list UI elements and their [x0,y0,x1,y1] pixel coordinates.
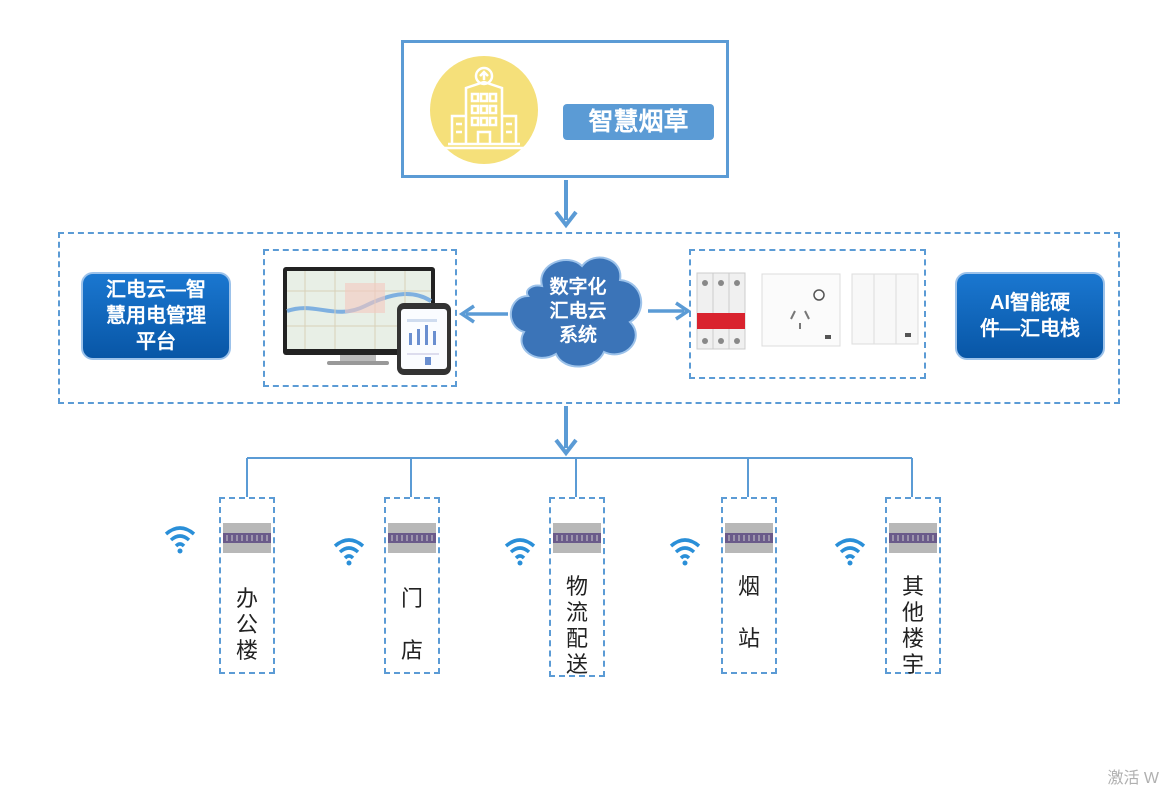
power-meter-icon [725,523,773,553]
system-container [58,232,1120,404]
circuit-breaker-icon [696,272,746,350]
wifi-icon [164,526,196,554]
top-title: 智慧烟草 [563,104,714,140]
wall-socket-icon [761,273,841,347]
bus-line [246,457,913,497]
platform-label: 汇电云—智 慧用电管理 平台 [81,272,231,360]
down-arrow-top [554,180,578,229]
building-icon [444,66,524,150]
cloud-icon [509,256,643,368]
site-label: 门 店 [400,586,423,663]
site-box-store [384,497,440,674]
hardware-box [689,249,926,379]
switch-panel-icon [851,273,919,345]
power-meter-icon [388,523,436,553]
power-meter-icon [553,523,601,553]
site-box-tobacco-station [721,497,777,674]
software-box [263,249,457,387]
site-label: 其 他 楼 宇 [901,574,924,677]
wifi-icon [669,538,701,566]
power-meter-icon [889,523,937,553]
phone-chart-icon [397,303,451,375]
site-label: 烟 站 [737,574,760,651]
building-badge [430,56,538,164]
site-box-other-buildings [885,497,941,674]
power-meter-icon [223,523,271,553]
down-arrow-bottom [554,406,578,457]
arrow-left [458,304,508,324]
wifi-icon [504,538,536,566]
cloud-label: 数字化 汇电云 系统 [549,277,607,346]
watermark: 激活 W [1107,770,1159,787]
hardware-label: AI智能硬 件—汇电栈 [955,272,1105,360]
site-box-office [219,497,275,674]
site-label: 物 流 配 送 [565,574,588,677]
site-label: 办 公 楼 [235,586,258,663]
arrow-right [648,301,692,321]
wifi-icon [333,538,365,566]
wifi-icon [834,538,866,566]
site-box-logistics [549,497,605,677]
